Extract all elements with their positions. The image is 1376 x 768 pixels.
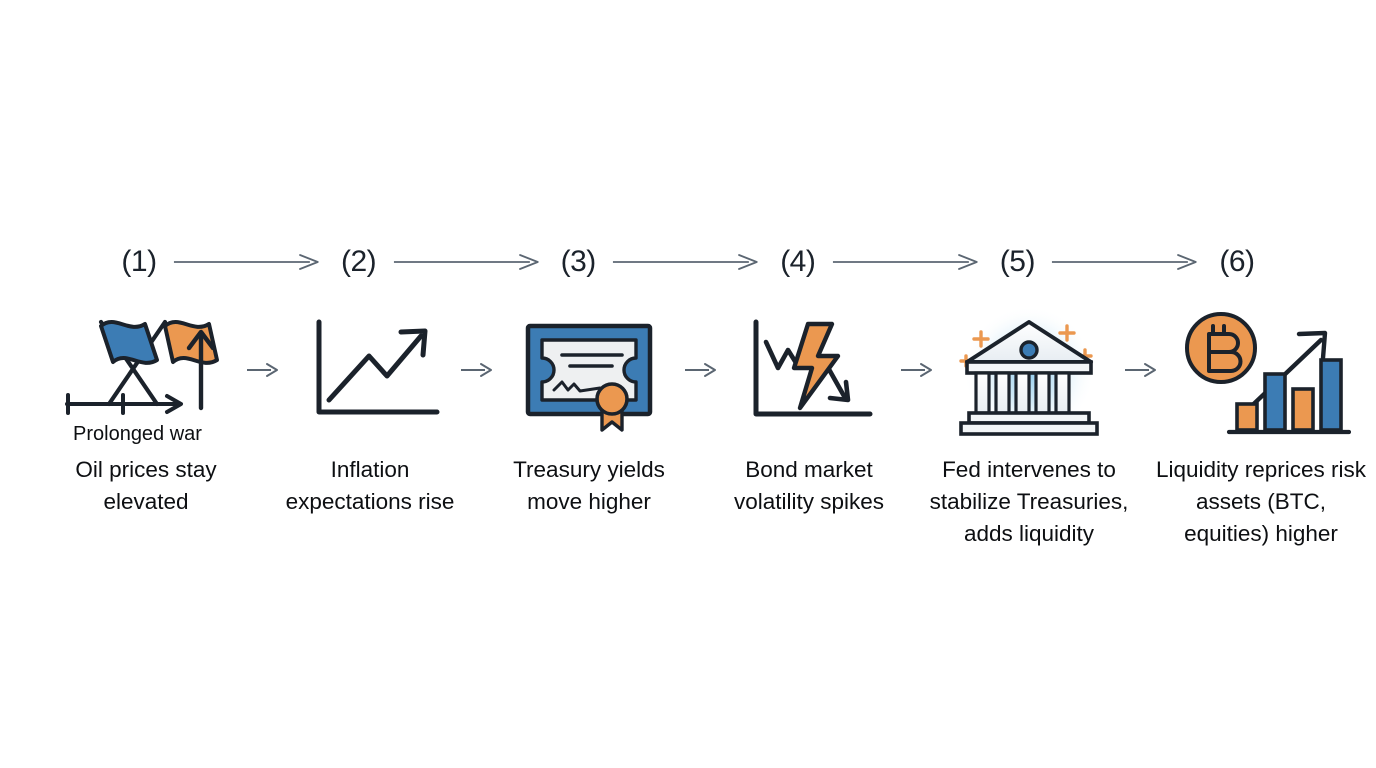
top-connector-2-3 xyxy=(390,251,548,273)
node-caption-6: Liquidity reprices risk assets (BTC, equ… xyxy=(1155,457,1367,546)
top-connector-1-2 xyxy=(170,251,328,273)
crossed-flags-timeline-icon: Prolonged war xyxy=(53,300,239,445)
step-number-4: (4) xyxy=(780,245,816,278)
inline-arrow-2-3 xyxy=(460,362,494,378)
node-caption-1: Oil prices stay elevated xyxy=(75,457,217,514)
rising-line-chart-icon xyxy=(277,300,463,444)
step-number-2: (2) xyxy=(341,245,377,278)
flow-node-1: Prolonged war Oil prices stay elevated xyxy=(46,300,246,518)
step-number-6: (6) xyxy=(1219,245,1255,278)
node-caption-5: Fed intervenes to stabilize Treasuries, … xyxy=(929,457,1129,546)
flow-node-2: Inflation expectations rise xyxy=(280,300,460,518)
treasury-certificate-icon xyxy=(496,300,682,444)
volatility-lightning-chart-icon xyxy=(716,300,902,444)
step-number-5: (5) xyxy=(999,245,1036,278)
flow-node-6: Liquidity reprices risk assets (BTC, equ… xyxy=(1156,300,1366,550)
top-connector-5-6 xyxy=(1048,251,1206,273)
flow-node-3: Treasury yields move higher xyxy=(494,300,684,518)
inline-arrow-5-6 xyxy=(1124,362,1158,378)
flow-node-row: Prolonged war Oil prices stay elevated xyxy=(46,300,1366,550)
step-number-3: (3) xyxy=(560,245,597,278)
inline-arrow-4-5 xyxy=(900,362,934,378)
inline-arrow-3-4 xyxy=(684,362,718,378)
flow-node-5: Fed intervenes to stabilize Treasuries, … xyxy=(930,300,1128,550)
bitcoin-bar-chart-icon xyxy=(1168,300,1354,444)
step-number-1: (1) xyxy=(121,245,157,278)
top-connector-3-4 xyxy=(609,251,767,273)
node-caption-3: Treasury yields move higher xyxy=(513,457,665,514)
federal-reserve-bank-icon xyxy=(936,300,1122,444)
step-number-row: (1) (2) (3) (4) xyxy=(108,236,1268,288)
inline-arrow-1-2 xyxy=(246,362,280,378)
flow-node-4: Bond market volatility spikes xyxy=(718,300,900,518)
prolonged-war-label: Prolonged war xyxy=(73,423,202,445)
node-caption-4: Bond market volatility spikes xyxy=(733,457,885,514)
node-caption-2: Inflation expectations rise xyxy=(285,457,455,514)
top-connector-4-5 xyxy=(829,251,987,273)
